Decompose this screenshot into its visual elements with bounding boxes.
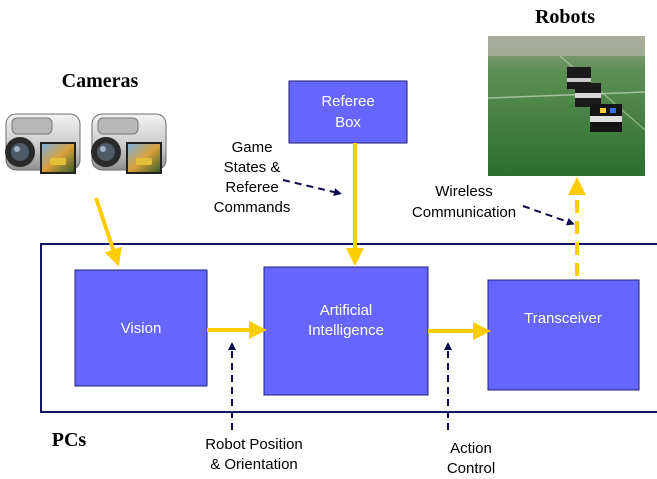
camera-icon-2 (91, 113, 167, 174)
transceiver-box-label: Transceiver (524, 310, 602, 327)
cameras-title: Cameras (62, 70, 139, 92)
referee-box-label-line2: Box (335, 114, 361, 131)
dashed-arrow-game-states (282, 179, 342, 196)
pcs-title: PCs (52, 429, 87, 451)
camera-icon-1 (5, 113, 81, 174)
game-states-annotation: Game States & Referee Commands (214, 139, 291, 216)
wireless-annotation: Wireless Communication (412, 183, 516, 221)
wireless-line1: Wireless (435, 183, 493, 200)
robot-position-annotation: Robot Position & Orientation (205, 436, 303, 473)
ai-box (263, 266, 429, 396)
referee-box-label-line1: Referee (321, 93, 374, 110)
robot-position-line1: Robot Position (205, 436, 303, 453)
vision-box-label: Vision (121, 320, 162, 337)
wireless-line2: Communication (412, 204, 516, 221)
pc-frame (40, 243, 657, 413)
referee-box (288, 80, 408, 144)
transceiver-box (487, 279, 640, 391)
action-control-line1: Action (450, 440, 492, 457)
action-control-annotation: Action Control (447, 440, 495, 477)
ai-box-label-line1: Artificial (320, 302, 373, 319)
action-control-line2: Control (447, 460, 495, 477)
vision-box (74, 269, 208, 387)
game-states-line4: Commands (214, 199, 291, 216)
arrow-cameras-to-vision (94, 197, 122, 267)
game-states-line1: Game (232, 139, 273, 156)
robot-position-line2: & Orientation (210, 456, 298, 473)
robots-photo (487, 36, 646, 176)
dashed-arrow-wireless (522, 205, 575, 226)
robots-title: Robots (535, 6, 595, 28)
game-states-line3: Referee (225, 179, 278, 196)
game-states-line2: States & (224, 159, 281, 176)
ai-box-label-line2: Intelligence (308, 322, 384, 339)
